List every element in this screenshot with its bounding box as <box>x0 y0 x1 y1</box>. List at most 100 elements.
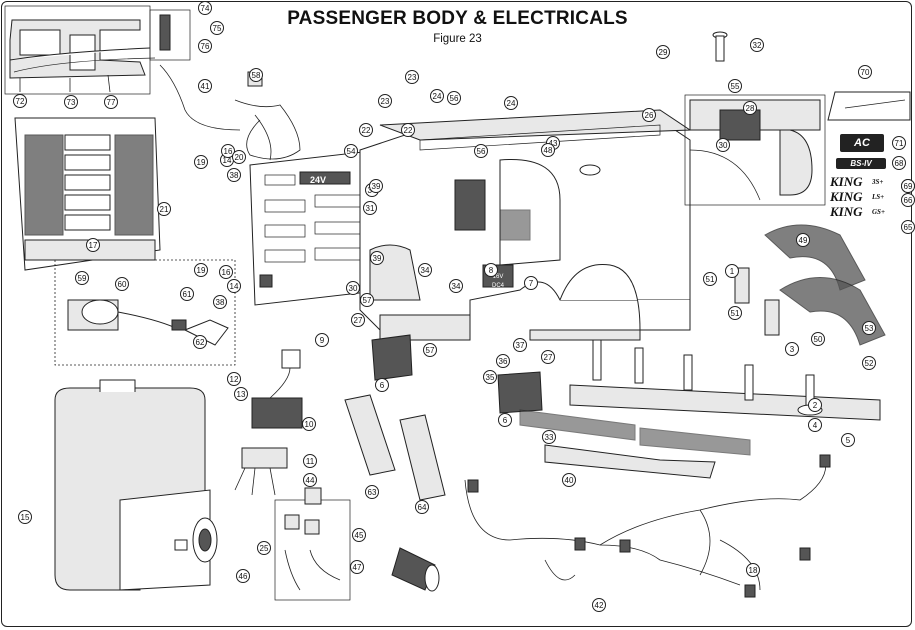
king-logo-2: KING <box>829 189 863 204</box>
callout-number: 74 <box>201 4 210 13</box>
callout-12: 12 <box>227 372 241 386</box>
callout-64: 64 <box>415 500 429 514</box>
callout-2: 2 <box>808 398 822 412</box>
callout-number: 4 <box>813 421 818 430</box>
callout-number: 32 <box>753 41 762 50</box>
callout-number: 69 <box>904 182 913 191</box>
callout-62: 62 <box>193 335 207 349</box>
callout-38: 38 <box>213 295 227 309</box>
callout-circle <box>415 500 429 514</box>
callout-number: 64 <box>418 503 427 512</box>
callout-number: 13 <box>237 390 246 399</box>
callout-number: 16 <box>224 147 233 156</box>
callout-19: 19 <box>194 263 208 277</box>
callout-24: 24 <box>504 96 518 110</box>
callout-circle <box>370 251 384 265</box>
callout-4: 4 <box>808 418 822 432</box>
callout-73: 73 <box>64 95 78 109</box>
callout-circle <box>375 378 389 392</box>
callout-30: 30 <box>716 138 730 152</box>
callout-number: 37 <box>516 341 525 350</box>
callout-number: 61 <box>183 290 192 299</box>
callout-number: 6 <box>503 416 508 425</box>
callout-number: 38 <box>230 171 239 180</box>
callout-number: 21 <box>160 205 169 214</box>
callout-51: 51 <box>728 306 742 320</box>
callout-circle <box>447 91 461 105</box>
callout-number: 52 <box>865 359 874 368</box>
callout-circle <box>194 155 208 169</box>
callout-circle <box>198 39 212 53</box>
callout-23: 23 <box>405 70 419 84</box>
callout-circle <box>198 1 212 15</box>
callout-number: 39 <box>372 182 381 191</box>
callout-circle <box>221 144 235 158</box>
callout-13: 13 <box>234 387 248 401</box>
callout-55: 55 <box>728 79 742 93</box>
callout-circle <box>303 454 317 468</box>
callout-circle <box>423 343 437 357</box>
callout-circle <box>862 356 876 370</box>
callout-circle <box>351 313 365 327</box>
footrest-mats <box>519 409 751 479</box>
callout-52: 52 <box>862 356 876 370</box>
callout-44: 44 <box>303 473 317 487</box>
callout-51: 51 <box>703 272 717 286</box>
callout-circle <box>504 96 518 110</box>
callout-circle <box>249 68 263 82</box>
side-plates <box>344 394 446 501</box>
callout-circle <box>811 332 825 346</box>
callout-16: 16 <box>221 144 235 158</box>
callout-number: 73 <box>67 98 76 107</box>
callout-37: 37 <box>513 338 527 352</box>
callout-number: 47 <box>353 563 362 572</box>
callout-number: 51 <box>706 275 715 284</box>
callout-circle <box>785 342 799 356</box>
callout-76: 76 <box>198 39 212 53</box>
horn-assembly-box <box>54 259 236 366</box>
callout-33: 33 <box>542 430 556 444</box>
bs4-badge-text: BS-IV <box>850 159 872 168</box>
callout-number: 39 <box>373 254 382 263</box>
callout-49: 49 <box>796 233 810 247</box>
callout-circle <box>257 541 271 555</box>
callout-circle <box>346 281 360 295</box>
callout-58: 58 <box>249 68 263 82</box>
relay-box <box>274 487 351 601</box>
callout-circle <box>157 202 171 216</box>
callout-number: 54 <box>347 147 356 156</box>
callout-11: 11 <box>303 454 317 468</box>
callout-circle <box>728 306 742 320</box>
callout-number: 1 <box>730 267 735 276</box>
front-grille <box>14 117 161 271</box>
callout-56: 56 <box>474 144 488 158</box>
callout-circle <box>750 38 764 52</box>
callout-number: 14 <box>230 282 239 291</box>
callout-circle <box>219 265 233 279</box>
callout-circle <box>858 65 872 79</box>
callout-70: 70 <box>858 65 872 79</box>
callout-34: 34 <box>449 279 463 293</box>
callout-39: 39 <box>370 251 384 265</box>
callout-number: 45 <box>355 531 364 540</box>
callout-number: 18 <box>749 566 758 575</box>
callout-circle <box>227 372 241 386</box>
callout-circle <box>496 354 510 368</box>
callout-circle <box>210 21 224 35</box>
callout-27: 27 <box>541 350 555 364</box>
callout-68: 68 <box>892 156 906 170</box>
callout-circle <box>541 143 555 157</box>
motor <box>391 547 440 592</box>
callout-circle <box>808 398 822 412</box>
callout-number: 42 <box>595 601 604 610</box>
callout-number: 12 <box>230 375 239 384</box>
callout-number: 34 <box>421 266 430 275</box>
callout-21: 21 <box>157 202 171 216</box>
callout-circle <box>180 287 194 301</box>
callout-number: 22 <box>404 126 413 135</box>
callout-number: 25 <box>260 544 269 553</box>
callout-14: 14 <box>227 279 241 293</box>
callout-number: 8 <box>489 266 494 275</box>
callout-circle <box>315 333 329 347</box>
